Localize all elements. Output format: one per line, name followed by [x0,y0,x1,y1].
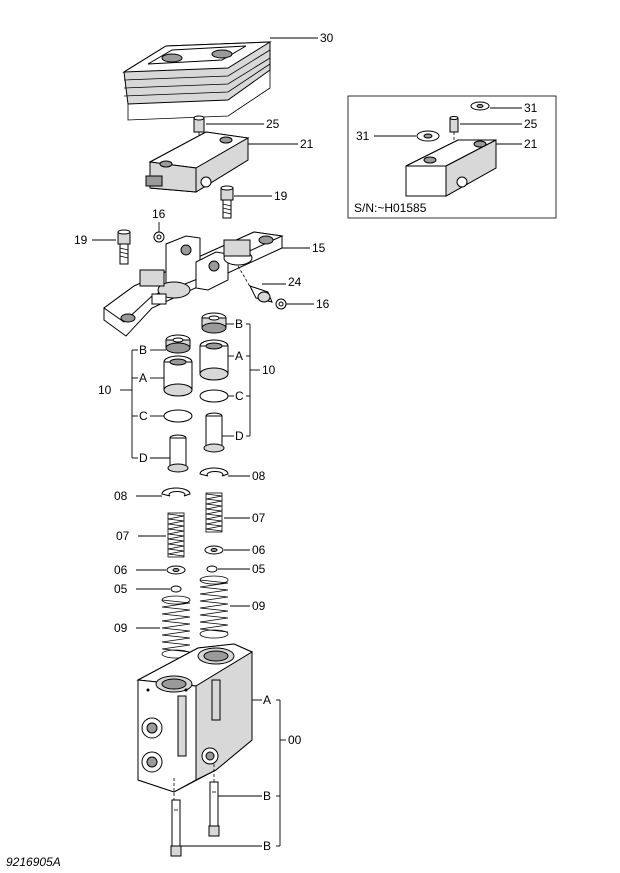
cam-block-part-21 [145,131,250,193]
cover-part-30 [122,41,272,121]
callout-19-right: 19 [274,189,288,203]
callout-08-right: 08 [252,469,266,483]
washer-part-05-right [206,565,218,573]
oring-part-16-top [153,231,165,243]
callout-16-side: 16 [316,297,330,311]
callout-05-right: 05 [252,562,266,576]
callout-07-right: 07 [252,511,266,525]
callout-24: 24 [288,275,302,289]
spring-part-07-right [205,492,223,533]
callout-05-left: 05 [114,582,128,596]
inset-box [347,95,557,219]
inset-callout-31-top: 31 [524,101,538,115]
oring-part-16-side [275,298,287,310]
callout-10-right: 10 [262,363,276,377]
callout-06-left: 06 [114,563,128,577]
bracket-10-right [222,323,260,437]
callout-10-left: 10 [98,383,112,397]
callout-25: 25 [266,117,280,131]
reference-code: 9216905A [6,855,61,869]
callout-C-left: C [139,409,148,423]
callout-15: 15 [312,241,326,255]
inset-callout-25: 25 [524,117,538,131]
spring-part-07-left [167,512,185,558]
inset-serial-note: S/N:~H01585 [354,201,427,215]
clip-part-08-left [161,487,191,497]
plunger-right-part-10 [199,312,229,453]
callout-21-main: 21 [300,137,314,151]
inset-callout-21: 21 [524,137,538,151]
washer-part-06-left [166,565,186,575]
pin-right-part-B [208,781,220,837]
callout-C-right: C [235,389,244,403]
callout-00-B-lower: B [263,839,271,853]
callout-09-left: 09 [114,621,128,635]
callout-06-right: 06 [252,543,266,557]
valve-body-part-00 [136,643,254,800]
callout-19-left: 19 [74,233,88,247]
washer-part-05-left [170,585,182,593]
callout-16-top: 16 [152,207,166,221]
callout-B-right: B [235,317,243,331]
callout-A-left: A [139,371,147,385]
callout-00-B-upper: B [263,789,271,803]
callout-A-right: A [235,349,243,363]
callout-08-left: 08 [114,489,128,503]
callout-00: 00 [288,733,302,747]
callout-D-left: D [139,451,148,465]
callout-07-left: 07 [116,529,130,543]
base-plate-part-15 [103,231,284,337]
callout-D-right: D [235,429,244,443]
callout-B-left: B [139,343,147,357]
callout-30: 30 [320,31,334,45]
screw-part-19-right [220,185,234,219]
bracket-10-left [120,349,170,459]
spring-part-09-left [161,595,191,659]
callout-09-right: 09 [252,599,266,613]
callout-00-A: A [263,693,271,707]
clip-part-08-right [199,467,229,477]
washer-part-06-right [204,545,224,555]
inset-callout-31-left: 31 [356,129,370,143]
bracket-00 [180,699,286,847]
pin-left-part-B [170,799,182,857]
spring-part-09-right [199,575,229,639]
plunger-left-part-10 [163,334,193,473]
pin-part-24 [237,265,273,303]
screw-part-19-left [117,229,131,265]
